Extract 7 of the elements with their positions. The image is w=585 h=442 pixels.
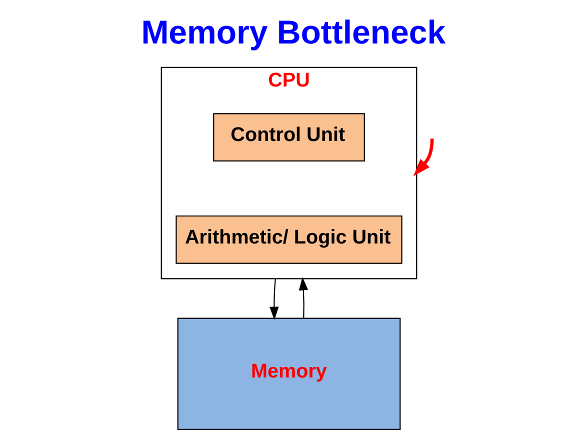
node-box: Arithmetic/ Logic Unit xyxy=(176,214,402,264)
diagram-title: Memory Bottleneck xyxy=(141,12,446,50)
node-box: Memory xyxy=(177,317,401,430)
arrow xyxy=(298,276,308,318)
arrow xyxy=(413,138,434,176)
arrow xyxy=(270,278,279,320)
node-box: Control Unit xyxy=(213,112,365,162)
